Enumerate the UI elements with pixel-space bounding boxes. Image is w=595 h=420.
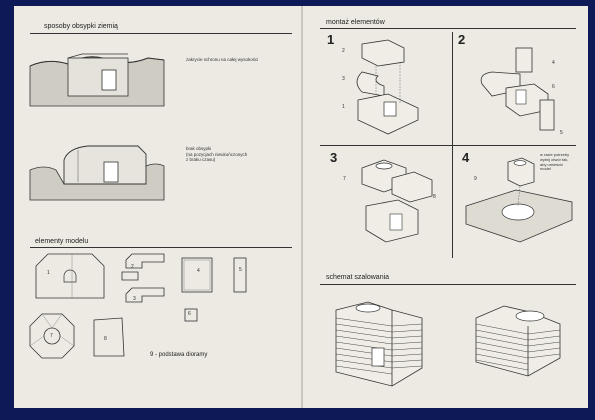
part-6-drawing	[184, 308, 198, 322]
note-line: aby umieścić	[540, 161, 564, 167]
base-caption: 9 - podstawa dioramy	[150, 352, 208, 358]
step-number: 2	[458, 32, 466, 47]
section-rule	[30, 33, 292, 34]
step-1-assembly-drawing	[356, 39, 419, 135]
grid-divider-horizontal	[320, 145, 576, 146]
part-2-3-drawing	[121, 253, 165, 303]
bunker-uncovered-illustration	[29, 145, 165, 201]
part-label: 7	[50, 333, 53, 339]
formwork-drawing-2	[475, 305, 561, 377]
part-4-drawing	[181, 257, 213, 293]
callout-label: 9	[474, 176, 477, 182]
step-number: 4	[462, 150, 470, 165]
part-5-drawing	[233, 257, 247, 293]
page-fold	[301, 6, 303, 408]
step-3-assembly-drawing	[361, 159, 433, 243]
step-4-note: w razie potrzeby wytnij otwór tak, aby u…	[540, 152, 570, 172]
note-line: w razie potrzeby	[540, 152, 570, 157]
caption-line: z braku czasu)	[186, 157, 216, 162]
caption-line: brak obsypki	[186, 146, 212, 151]
step-number: 3	[330, 150, 338, 165]
callout-label: 3	[342, 76, 345, 82]
section-rule	[30, 247, 292, 248]
part-label: 8	[104, 336, 107, 342]
note-line: model	[540, 166, 551, 172]
part-label: 5	[239, 267, 242, 273]
bunker-covered-illustration	[29, 53, 165, 107]
part-label: 4	[197, 268, 200, 274]
section-rule	[320, 284, 576, 285]
callout-label: 6	[552, 84, 555, 90]
section-title-formwork: schemat szalowania	[326, 274, 390, 281]
part-label: 2	[131, 264, 134, 270]
part-label: 3	[133, 296, 136, 302]
step-2-assembly-drawing	[480, 47, 555, 131]
section-rule	[320, 28, 576, 29]
caption-line: (na pozycjach nieukończonych	[186, 151, 248, 157]
part-label: 6	[188, 311, 191, 317]
callout-label: 2	[342, 48, 345, 54]
callout-label: 7	[343, 176, 346, 182]
section-title-earth-cover: sposoby obsypki ziemią	[44, 23, 118, 30]
callout-label: 8	[433, 194, 436, 200]
caption-full-cover: zakrycie schronu na całej wysokości	[186, 57, 259, 62]
part-8-drawing	[93, 317, 125, 357]
callout-label: 4	[552, 60, 555, 66]
part-1-drawing	[35, 253, 105, 299]
part-label: 1	[47, 270, 50, 276]
section-title-assembly: montaż elementów	[326, 19, 385, 26]
note-line: wytnij otwór tak,	[540, 156, 569, 162]
callout-label: 1	[342, 104, 345, 110]
step-number: 1	[327, 32, 335, 47]
callout-label: 5	[560, 130, 563, 136]
caption-no-cover: brak obsypki (na pozycjach nieukończonyc…	[186, 146, 247, 163]
step-4-base-drawing	[465, 157, 573, 243]
part-7-drawing	[29, 313, 75, 359]
section-title-model-elements: elementy modelu	[35, 238, 89, 245]
formwork-drawing-1	[335, 301, 423, 387]
